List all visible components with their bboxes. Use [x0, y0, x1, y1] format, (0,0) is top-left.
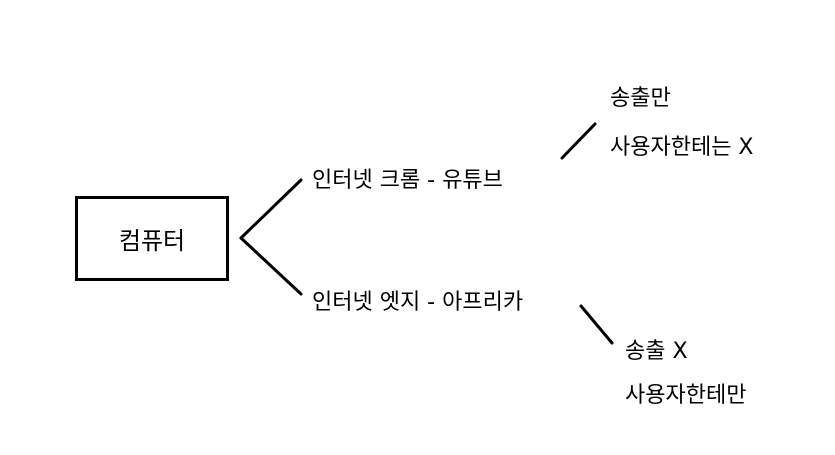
connector-chrome-to-children — [560, 122, 597, 160]
edge-child-broadcast-x: 송출 X — [625, 339, 688, 364]
root-node-label: 컴퓨터 — [118, 227, 186, 255]
chrome-child-broadcast-only: 송출만 — [610, 86, 671, 111]
connector-root-to-edge — [239, 236, 303, 296]
chrome-child-user-x: 사용자한테는 X — [610, 135, 754, 160]
branch-edge-label: 인터넷 엣지 - 아프리카 — [312, 290, 524, 315]
root-node: 컴퓨터 — [75, 196, 229, 281]
edge-child-user-only: 사용자한테만 — [625, 383, 747, 408]
connector-root-to-chrome — [239, 178, 303, 240]
branch-chrome-label: 인터넷 크롬 - 유튜브 — [312, 168, 503, 193]
connector-edge-to-children — [579, 304, 614, 345]
